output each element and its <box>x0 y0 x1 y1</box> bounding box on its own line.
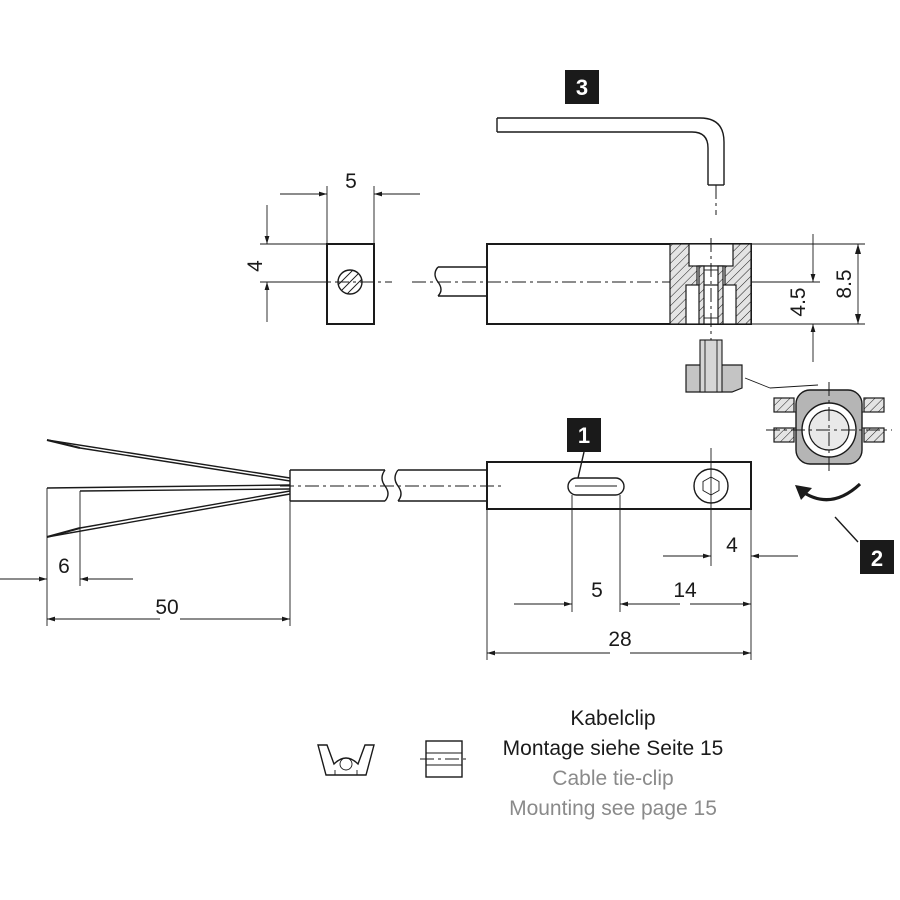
main-view <box>46 439 752 566</box>
dim-strip-length: 6 <box>58 555 70 578</box>
svg-text:2: 2 <box>871 546 883 571</box>
badge-1: 1 <box>567 418 601 452</box>
end-view <box>260 186 420 325</box>
legend-line-3: Cable tie-clip <box>552 767 673 790</box>
side-section-view <box>412 234 865 390</box>
legend-line-1: Kabelclip <box>570 707 655 730</box>
svg-text:3: 3 <box>576 75 588 100</box>
legend-line-4: Mounting see page 15 <box>509 797 717 820</box>
allen-key <box>496 117 725 215</box>
legend-line-2: Montage siehe Seite 15 <box>503 737 724 760</box>
cable-clip-icon <box>317 744 375 776</box>
dim-wire-length: 50 <box>155 596 178 619</box>
dim-total-height: 8.5 <box>833 269 856 298</box>
badge-3: 3 <box>565 70 599 104</box>
rotation-detail <box>766 382 892 543</box>
dim-body-length: 28 <box>608 628 631 651</box>
dim-slot-to-end: 14 <box>673 579 697 602</box>
dim-end-offset: 4.5 <box>787 287 810 316</box>
clip-profile-icon <box>420 740 468 778</box>
dim-screw-offset: 4 <box>726 534 738 557</box>
dim-clip-height: 4 <box>244 260 267 272</box>
svg-text:1: 1 <box>578 423 590 448</box>
dim-slot-width: 5 <box>591 579 603 602</box>
dim-clip-width: 5 <box>345 170 357 193</box>
badge-2: 2 <box>860 540 894 574</box>
lower-dimension-lines <box>0 488 798 660</box>
t-nut <box>685 339 819 393</box>
